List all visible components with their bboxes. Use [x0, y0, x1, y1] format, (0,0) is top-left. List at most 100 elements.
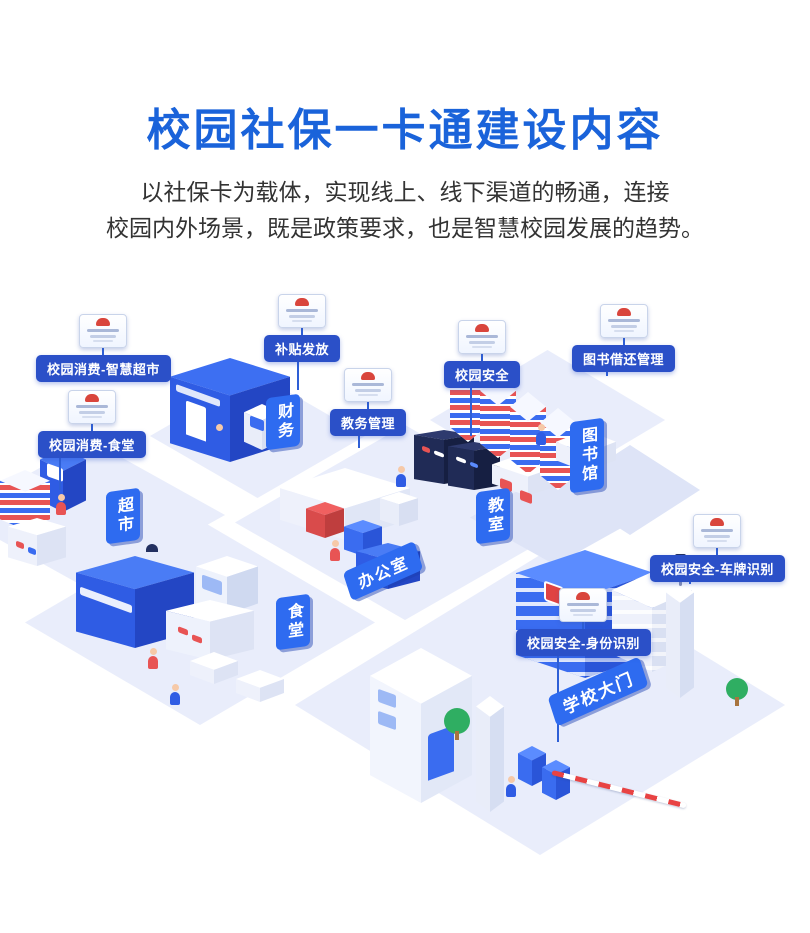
callout-label: 教务管理 [330, 409, 407, 436]
person-figure [536, 424, 546, 445]
person-body [170, 692, 180, 705]
card-text-line [707, 540, 728, 542]
face-left [380, 498, 399, 526]
callout-label: 校园安全 [444, 361, 521, 388]
area-tag-label: 财务 [275, 401, 292, 443]
social-security-card-icon [458, 320, 506, 354]
card-emblem [616, 308, 631, 316]
social-security-card-icon [599, 304, 648, 338]
person-figure [396, 466, 406, 487]
card-text-line [87, 329, 120, 332]
person-figure [56, 494, 66, 515]
face-right [490, 706, 504, 812]
connector-line [301, 328, 303, 335]
connector-line [582, 622, 585, 629]
person-body [536, 432, 546, 445]
connector-line [716, 548, 719, 555]
face-right [399, 498, 418, 526]
canteen-table [236, 670, 284, 702]
face-left [480, 390, 498, 458]
face-top [414, 430, 474, 440]
person-head [397, 466, 405, 473]
card-text-line [472, 346, 492, 348]
card-text-line [613, 330, 634, 332]
person-head [507, 776, 515, 783]
gatehouse-building [370, 648, 472, 803]
connector-line [367, 402, 369, 409]
card-text-line [358, 394, 378, 396]
face-top [448, 442, 500, 451]
card-text-line [90, 335, 117, 338]
card-text-line [567, 603, 600, 606]
person-head [57, 494, 65, 501]
callout-smart-supermarket: 校园消费-智慧超市 [36, 314, 171, 382]
card-text-line [292, 320, 312, 322]
card-text-line [469, 341, 495, 344]
person-head [215, 424, 223, 431]
callout-academic: 教务管理 [330, 368, 407, 436]
face-left [476, 706, 490, 812]
person-body [396, 474, 406, 487]
person-figure [214, 424, 224, 445]
connector-line [59, 446, 61, 490]
canteen-counter [166, 600, 254, 660]
area-tag-library: 图书馆 [570, 417, 604, 494]
intro-line-2: 校园内外场景，既是政策要求，也是智慧校园发展的趋势。 [106, 215, 704, 241]
callout-plate-recognition: 校园安全-车牌识别 [650, 514, 785, 582]
intro-paragraph: 以社保卡为载体，实现线上、线下渠道的畅通，连接校园内外场景，既是政策要求，也是智… [65, 174, 745, 246]
tree [444, 708, 470, 740]
face-left [448, 446, 474, 490]
person-figure [330, 540, 340, 561]
card-text-line [75, 405, 108, 408]
tree-crown [726, 678, 748, 700]
connector-line [470, 380, 472, 436]
area-tag-classroom: 教室 [476, 487, 510, 545]
face-right [680, 592, 694, 698]
callout-label: 补贴发放 [264, 335, 341, 362]
face-left [450, 374, 468, 442]
callout-label: 校园安全-身份识别 [516, 629, 651, 656]
area-tag-label: 图书馆 [579, 425, 596, 486]
callout-subsidy: 补贴发放 [264, 294, 341, 362]
connector-line [297, 354, 299, 390]
person-head [171, 684, 179, 691]
person-body [330, 548, 340, 561]
person-body [148, 656, 158, 669]
card-emblem [295, 298, 309, 306]
area-tag-supermarket: 超市 [106, 487, 140, 545]
card-text-line [93, 340, 114, 342]
card-emblem [96, 318, 111, 326]
face-left [344, 526, 363, 556]
card-text-line [610, 325, 637, 328]
card-text-line [704, 535, 731, 538]
face-left [510, 406, 528, 474]
social-security-card-icon [693, 514, 742, 548]
callout-label: 校园消费-食堂 [38, 431, 146, 458]
connector-line [481, 354, 483, 361]
shop-door [186, 400, 206, 442]
callout-book-management: 图书借还管理 [572, 304, 676, 372]
person-head [331, 540, 339, 547]
supermarket-freezer [8, 518, 66, 566]
card-text-line [573, 614, 594, 616]
office-desk-white [380, 492, 418, 526]
connector-line [90, 424, 93, 431]
turnstile-gate [542, 760, 570, 800]
card-text-line [355, 389, 381, 392]
face-right [325, 508, 344, 538]
callout-campus-security: 校园安全 [444, 320, 521, 388]
connector-line [622, 338, 625, 345]
face-left [414, 434, 444, 484]
card-emblem [576, 592, 591, 600]
social-security-card-icon [559, 588, 608, 622]
social-security-card-icon [67, 390, 116, 424]
card-emblem [361, 372, 375, 380]
person-figure [148, 648, 158, 669]
area-tag-finance: 财务 [266, 393, 300, 451]
card-text-line [352, 383, 384, 386]
canteen-table [190, 652, 238, 684]
card-emblem [475, 324, 489, 332]
card-text-line [570, 609, 597, 612]
